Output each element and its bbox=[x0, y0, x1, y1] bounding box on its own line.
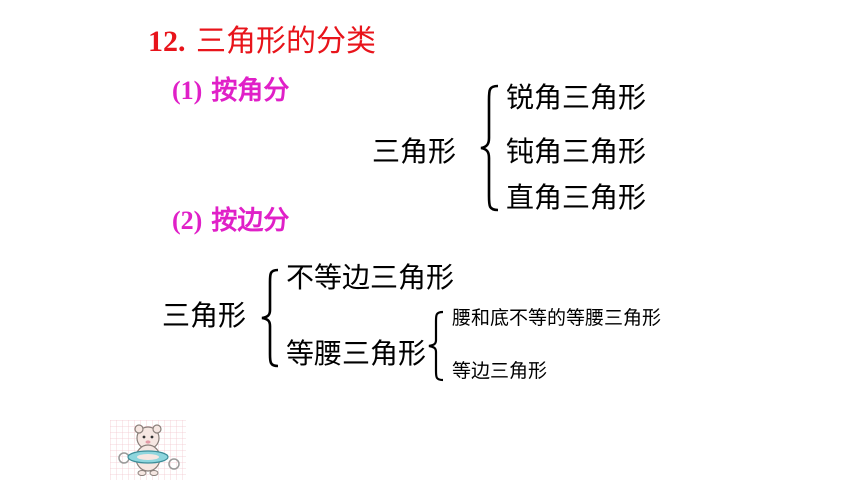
scalene-triangle-item: 不等边三角形 bbox=[286, 261, 455, 294]
obtuse-triangle-item: 钝角三角形 bbox=[506, 135, 647, 168]
isosceles-brace-icon bbox=[428, 310, 444, 382]
side-tree-root: 三角形 bbox=[162, 299, 247, 332]
section-text: 按边分 bbox=[211, 206, 290, 236]
side-brace-icon bbox=[261, 268, 279, 368]
equilateral-triangle-item: 等边三角形 bbox=[452, 360, 548, 382]
section-text: 按角分 bbox=[211, 76, 290, 106]
page-title: 12. 三角形的分类 bbox=[148, 22, 376, 62]
angle-brace-icon bbox=[480, 84, 499, 212]
cartoon-mascot-icon bbox=[110, 420, 186, 480]
isosceles-unequal-base-item: 腰和底不等的等腰三角形 bbox=[452, 307, 662, 329]
section-number: (2) bbox=[172, 206, 203, 235]
isosceles-triangle-item: 等腰三角形 bbox=[286, 337, 427, 370]
title-number: 12. bbox=[148, 25, 186, 58]
section-label-by-angle: (1) 按角分 bbox=[172, 74, 289, 108]
section-label-by-side: (2) 按边分 bbox=[172, 204, 289, 238]
acute-triangle-item: 锐角三角形 bbox=[506, 81, 647, 114]
right-triangle-item: 直角三角形 bbox=[506, 181, 647, 214]
title-text: 三角形的分类 bbox=[195, 24, 376, 59]
angle-tree-root: 三角形 bbox=[372, 135, 457, 168]
section-number: (1) bbox=[172, 76, 203, 105]
